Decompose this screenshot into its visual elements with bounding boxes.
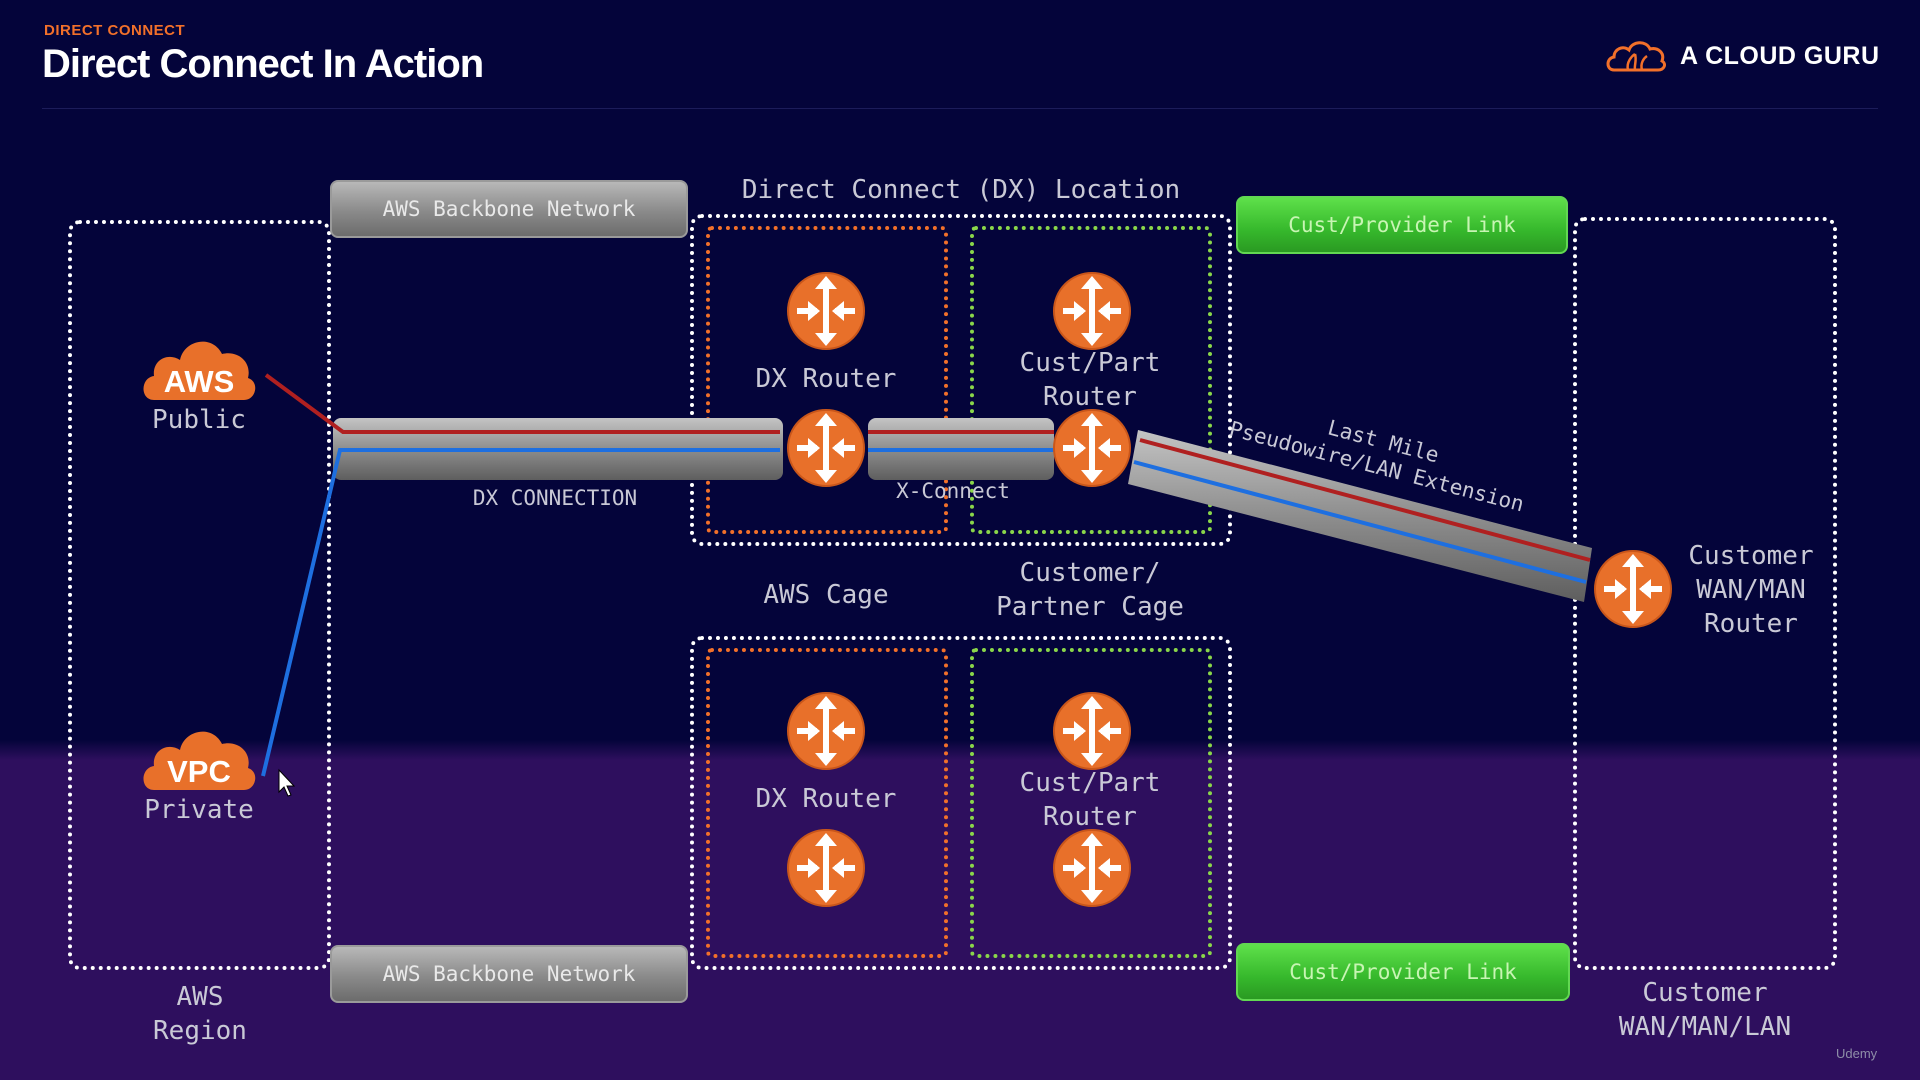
cust-router-top-connection-icon bbox=[1051, 407, 1133, 489]
aws-public-caption: Public bbox=[152, 405, 246, 435]
dx-location-label: Direct Connect (DX) Location bbox=[741, 175, 1181, 205]
last-mile-cable bbox=[1128, 430, 1592, 602]
aws-region-label: AWS Region bbox=[153, 982, 247, 1046]
customer-router-label: Customer WAN/MAN Router bbox=[1688, 541, 1814, 639]
backbone-network-bottom: AWS Backbone Network bbox=[330, 945, 688, 1003]
aws-public-cloud-icon: AWS bbox=[143, 341, 256, 400]
aws-cloud-text: AWS bbox=[164, 364, 235, 399]
dx-router-bottom-second-icon bbox=[785, 827, 867, 909]
header-divider bbox=[42, 108, 1878, 109]
page-title: Direct Connect In Action bbox=[42, 42, 484, 86]
dx-router-bottom-label: DX Router bbox=[755, 784, 897, 814]
vpc-private-caption: Private bbox=[144, 795, 254, 825]
dx-connection-label: DX CONNECTION bbox=[472, 486, 638, 510]
aws-region-box bbox=[68, 220, 331, 970]
private-path-line bbox=[261, 448, 780, 777]
aws-cage-label: AWS Cage bbox=[763, 580, 889, 610]
cust-router-bottom-second-icon bbox=[1051, 827, 1133, 909]
mouse-pointer-icon bbox=[278, 768, 296, 797]
vpc-cloud-text: VPC bbox=[167, 754, 231, 789]
cust-router-top-icon bbox=[1051, 270, 1133, 352]
cust-router-bottom-label: Cust/Part Router bbox=[1019, 768, 1161, 832]
cloud-logo-icon bbox=[1606, 41, 1667, 72]
aws-cage-top-box bbox=[706, 226, 948, 534]
customer-wan-router-icon bbox=[1592, 548, 1674, 630]
backbone-network-top: AWS Backbone Network bbox=[330, 180, 688, 238]
vpc-private-cloud-icon: VPC bbox=[143, 731, 256, 790]
dx-location-top-box bbox=[690, 214, 1232, 546]
public-path-line bbox=[264, 373, 780, 434]
brand-logo: A CLOUD GURU bbox=[1604, 36, 1880, 76]
dx-router-top-label: DX Router bbox=[755, 364, 897, 394]
customer-cage-bottom-box bbox=[970, 648, 1212, 958]
customer-network-label: Customer WAN/MAN/LAN bbox=[1618, 978, 1792, 1042]
dx-router-top-icon bbox=[785, 270, 867, 352]
cust-router-bottom-icon bbox=[1051, 690, 1133, 772]
dx-router-top-connection-icon bbox=[785, 407, 867, 489]
customer-cage-label: Customer/ Partner Cage bbox=[996, 558, 1184, 622]
dx-location-bottom-box bbox=[690, 636, 1232, 970]
background-fade bbox=[0, 740, 1920, 760]
cust-router-top-label: Cust/Part Router bbox=[1019, 348, 1161, 412]
brand-name: A CLOUD GURU bbox=[1680, 41, 1880, 70]
aws-cage-bottom-box bbox=[706, 648, 948, 958]
dx-router-bottom-icon bbox=[785, 690, 867, 772]
udemy-watermark: Udemy bbox=[1836, 1046, 1878, 1061]
section-kicker: DIRECT CONNECT bbox=[44, 22, 186, 39]
lower-background-band bbox=[0, 753, 1920, 1080]
cust-provider-link-top: Cust/Provider Link bbox=[1236, 196, 1568, 254]
cust-provider-link-bottom: Cust/Provider Link bbox=[1236, 943, 1570, 1001]
customer-cage-top-box bbox=[970, 226, 1212, 534]
x-connect-label: X-Connect bbox=[896, 479, 1010, 503]
